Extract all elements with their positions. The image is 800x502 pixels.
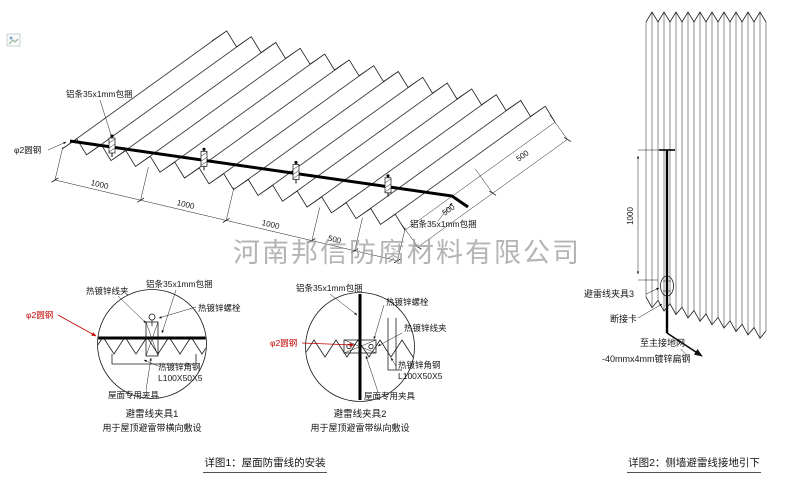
detail-1-title: 避雷线夹具1 [126,408,179,420]
detail-2-sheet [306,294,414,400]
caption-detail-1: 详图1：屋面防雷线的安装 [204,456,326,469]
detail-2-angle-steel [387,318,402,371]
broken-image-icon [6,33,21,47]
clamp-3-detail-lines [663,280,671,292]
leader-rod-2 [301,342,355,347]
label-round-rod: φ2圆钢 [14,145,41,155]
leader-alu-2 [329,293,358,316]
leader-alu-1 [161,289,177,334]
detail-circle-2 [305,292,415,402]
leader-wire-clip-2 [377,332,403,347]
leader-round-rod [47,141,67,151]
front-dim-label-3: 1000 [261,218,281,231]
side-dim-label-1: 500 [440,202,457,217]
front-dim-label-1: 1000 [90,178,110,191]
leader-disconnect [637,303,663,319]
detail-1-angle-steel [111,354,197,365]
label-alu-strip-right: 铝条35x1mm包捆 [410,219,477,229]
label-bolt-2: 热镀锌螺栓 [386,297,429,307]
wall-down-lead-view: 1000 避雷线夹具3 断接卡 至主接地网 -40mmx4mm镀锌扁钢 [584,11,767,364]
label-roof-clamp-1: 屋面专用夹具 [108,390,160,400]
leader-roof-clamp-1 [145,357,152,391]
leader-alu-top [99,99,113,139]
roof-rib-lines [61,30,556,231]
clamp-detail-1: 热镀锌线夹 铝条35x1mm包捆 热镀锌螺栓 φ2圆钢 热镀锌角钢 L100X5… [26,279,241,433]
detail-1-bolt-head [148,313,156,321]
broken-image-sun [9,36,13,40]
roof-dimension-lines [51,114,572,264]
caption-detail-2: 详图2：侧墙避雷线接地引下 [628,456,760,469]
wire-clamp-4 [384,173,392,198]
leader-bolt-1 [158,306,197,319]
front-dim-extensions [54,146,406,261]
roof-isometric-view: 1000 1000 1000 500 500 500 铝条35x1mm包捆 φ2… [14,30,572,264]
wall-corrugated-sheet [645,11,767,340]
wall-dim-extensions [638,149,661,281]
wall-dim-label: 1000 [626,207,635,225]
detail-2-clamp-brace [343,339,377,354]
detail-2-clamp-plate [343,339,377,354]
detail-2-title: 避雷线夹具2 [334,408,387,420]
leader-roof-clamp-2 [365,355,379,393]
label-bolt-1: 热镀锌螺栓 [198,303,241,313]
label-alu-1: 铝条35x1mm包捆 [146,279,213,289]
clamp-3-marker [660,275,674,297]
broken-image-mountain [8,38,19,45]
lightning-wire [69,139,469,209]
leader-rod-1 [57,314,97,337]
detail-1-clamp-brace [145,321,159,357]
label-disconnect-link: 断接卡 [610,313,637,324]
roof-corrugated-sheet [61,30,556,231]
leader-alu-right [437,202,453,222]
leader-flat-steel [680,348,689,358]
leader-angle-1 [143,359,159,367]
label-roof-clamp-2: 屋面专用夹具 [364,391,416,401]
label-angle-1: 热镀锌角钢 [158,362,201,372]
wire-clamp-2 [200,147,208,171]
label-wire-clip-1: 热镀锌线夹 [86,286,129,296]
label-angle-2: 热镀锌角钢 [398,360,441,370]
leader-clamp-3 [645,287,660,295]
detail-2-corrugation [306,339,414,358]
label-flat-steel: -40mmx4mm镀锌扁钢 [602,353,691,364]
label-alu-strip-top: 铝条35x1mm包捆 [66,89,133,99]
flat-steel-down-lead [666,332,703,357]
detail-1-subtitle: 用于屋顶避雷带横向敷设 [102,422,201,433]
label-to-main-grid: 至主接地网 [640,337,685,348]
label-rod-1: φ2圆钢 [26,310,53,320]
label-alu-2: 铝条35x1mm包捆 [296,283,363,293]
detail-2-bolt-right [368,343,374,350]
clamp-detail-2: 铝条35x1mm包捆 热镀锌螺栓 热镀锌线夹 φ2圆钢 热镀锌角钢 L100X5… [270,283,447,433]
label-clamp-3: 避雷线夹具3 [584,288,634,299]
label-angle-spec-1: L100X50X5 [158,373,203,383]
front-dim-label-4: 500 [327,234,343,246]
detail-circle-1 [97,289,207,399]
leader-bolt-2 [373,304,385,340]
leader-wire-clip-1 [117,295,147,324]
side-dim-extensions [400,114,568,248]
wire-clamp-3 [292,160,300,184]
label-rod-2: φ2圆钢 [270,338,297,348]
detail-1-corrugation [98,336,206,355]
roof-back-profile [211,30,556,123]
company-watermark: 河南邦信防腐材料有限公司 [233,238,581,268]
detail-1-sheet [98,336,206,365]
label-wire-clip-2: 热镀锌线夹 [404,323,447,333]
detail-2-subtitle: 用于屋顶避雷带纵向敷设 [310,422,409,433]
front-dim-label-2: 1000 [176,198,196,211]
label-angle-spec-2: L100X50X5 [398,371,443,381]
leader-angle-2 [390,357,397,367]
wall-top-edge [645,11,767,23]
side-dim-label-2: 500 [514,148,531,163]
